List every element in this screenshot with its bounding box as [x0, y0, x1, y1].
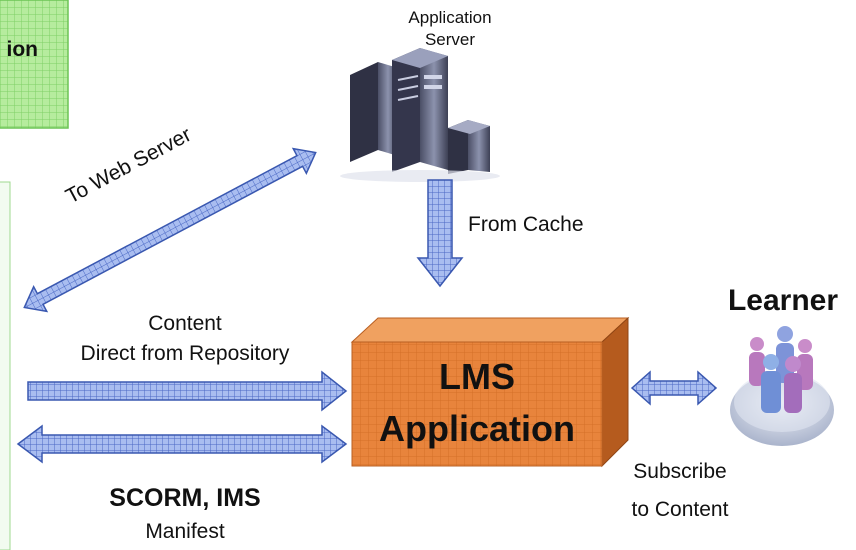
- to-web-server-arrow: [23, 147, 317, 313]
- content-label-line1: Content: [148, 312, 222, 335]
- left-edge-panel: [0, 181, 11, 550]
- content-arrow: [27, 370, 348, 412]
- from-cache-arrow: [416, 179, 464, 288]
- scorm-manifest-label: Manifest: [145, 520, 225, 543]
- scorm-ims-arrow: [16, 424, 348, 464]
- application-server-icon: [340, 48, 500, 182]
- app-server-label-line1: Application: [408, 8, 492, 27]
- lms-title-line1: LMS: [439, 356, 515, 397]
- learner-icon: [730, 326, 834, 446]
- learner-title: Learner: [727, 284, 839, 317]
- lms-box: [350, 316, 630, 468]
- content-label-line2: Direct from Repository: [80, 342, 290, 365]
- top-left-green-box: [0, 0, 69, 129]
- app-server-label-line2: Server: [424, 30, 476, 49]
- green-box-label: ion: [6, 38, 39, 61]
- subscribe-label-line2: to Content: [631, 498, 729, 521]
- lms-title-line2: Application: [379, 408, 575, 449]
- from-cache-label: From Cache: [468, 213, 584, 236]
- lms-learner-arrow: [630, 370, 718, 406]
- subscribe-label-line1: Subscribe: [633, 460, 727, 483]
- scorm-ims-title: SCORM, IMS: [109, 484, 261, 512]
